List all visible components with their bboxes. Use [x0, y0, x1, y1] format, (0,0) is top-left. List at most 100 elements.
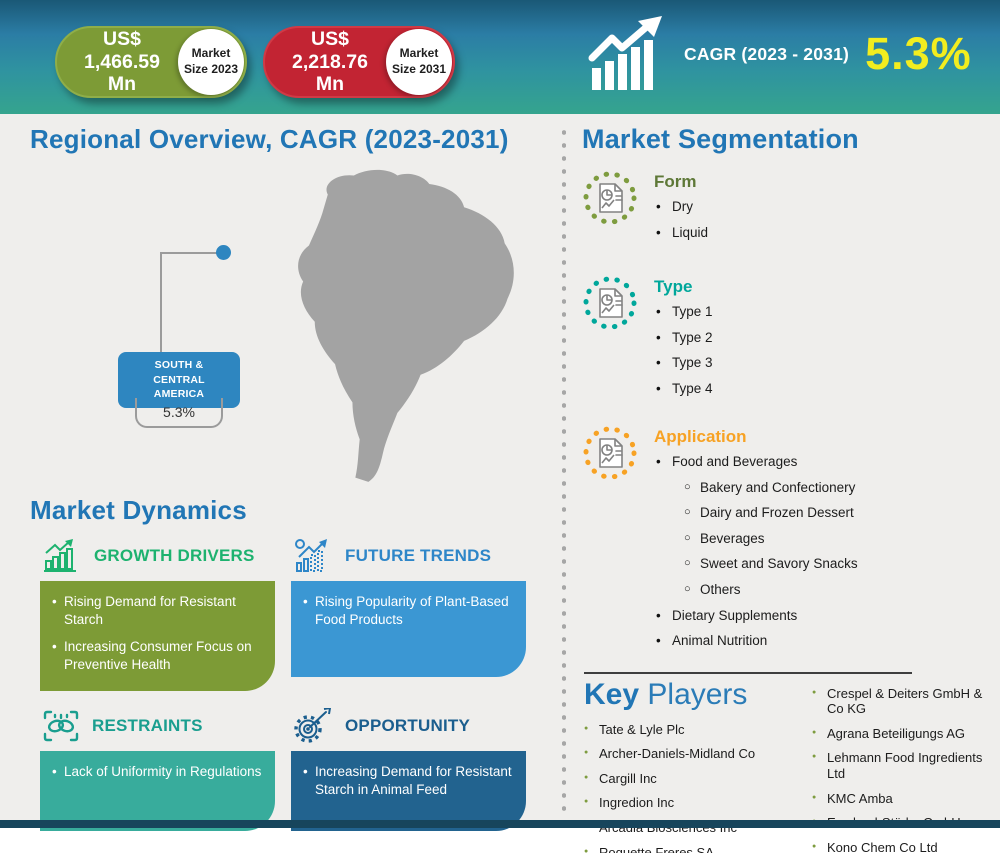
unit-2031: Mn	[315, 73, 345, 96]
application-item: Dietary Supplements	[654, 607, 858, 625]
left-column: Regional Overview, CAGR (2023-2031) SOUT…	[0, 114, 562, 832]
future-trend-item: Rising Popularity of Plant-Based Food Pr…	[301, 593, 514, 628]
key-players-column-1: Tate & Lyle PlcArcher-Daniels-Midland Co…	[582, 722, 810, 853]
market-size-2023-badge: Market Size 2023	[178, 29, 244, 95]
bottom-accent-bar	[0, 820, 1000, 828]
region-cagr-callout: 5.3%	[135, 398, 223, 428]
growth-driver-item: Rising Demand for Resistant Starch	[50, 593, 263, 628]
market-size-2023-value: US$ 1,466.59 Mn	[65, 28, 179, 96]
key-player-item: Kono Chem Co Ltd	[810, 840, 990, 853]
application-item: Dairy and Frozen Dessert	[682, 504, 858, 522]
market-size-2023-pill: US$ 1,466.59 Mn Market Size 2023	[55, 26, 247, 98]
key-players-title-bold: Key	[584, 677, 640, 711]
future-trends-box: Rising Popularity of Plant-Based Food Pr…	[291, 581, 526, 677]
segmentation-form-section: Form DryLiquid	[582, 170, 990, 249]
bar-chart-growth-icon	[44, 539, 76, 572]
badge-2023-line1: Market	[191, 46, 231, 61]
restraints-box: Lack of Uniformity in Regulations	[40, 751, 275, 832]
application-item: Bakery and Confectionery	[682, 479, 858, 497]
restraint-item: Lack of Uniformity in Regulations	[50, 763, 263, 781]
type-item: Type 2	[654, 329, 713, 347]
future-trends-header: FUTURE TRENDS	[293, 538, 526, 574]
growth-drivers-list: Rising Demand for Resistant StarchIncrea…	[50, 593, 263, 673]
segmentation-type-section: Type Type 1 Type 2 Type 3 Type 4	[582, 275, 990, 405]
restraints-list: Lack of Uniformity in Regulations	[50, 763, 263, 781]
form-body: Form DryLiquid	[654, 170, 708, 249]
growth-driver-item: Increasing Consumer Focus on Preventive …	[50, 638, 263, 673]
opportunity-heading: OPPORTUNITY	[345, 716, 470, 736]
application-heading: Application	[654, 427, 747, 447]
form-item: Dry	[654, 198, 708, 216]
restraints-quadrant: RESTRAINTS Lack of Uniformity in Regulat…	[40, 708, 275, 832]
type-item: Type 3	[654, 354, 713, 372]
map-marker-dot	[216, 245, 231, 260]
badge-2023-line2: Size 2023	[183, 62, 239, 76]
unit-2023: Mn	[107, 73, 137, 96]
report-document-icon	[583, 171, 637, 225]
badge-2031-line1: Market	[399, 46, 439, 61]
market-segmentation-title: Market Segmentation	[582, 124, 859, 154]
key-player-item: Crespel & Deiters GmbH & Co KG	[810, 686, 990, 717]
form-list: DryLiquid	[654, 198, 708, 241]
bar-chart-rising-arrow-icon	[588, 16, 662, 90]
cagr-label: CAGR (2023 - 2031)	[684, 43, 850, 64]
amount-2023: US$ 1,466.59	[84, 28, 160, 73]
report-document-icon	[583, 426, 637, 480]
south-america-map	[298, 169, 514, 482]
cagr-value: 5.3%	[865, 28, 972, 79]
key-player-item: Cargill Inc	[582, 771, 810, 787]
trend-chart-icon	[295, 539, 327, 572]
opportunity-quadrant: OPPORTUNITY Increasing Demand for Resist…	[291, 708, 526, 832]
future-trends-list: Rising Popularity of Plant-Based Food Pr…	[301, 593, 514, 628]
restraints-header: RESTRAINTS	[42, 708, 275, 744]
application-item: Food and Beverages	[654, 453, 858, 471]
type-body: Type Type 1 Type 2 Type 3 Type 4	[654, 275, 713, 405]
map-connector-vertical	[160, 252, 162, 353]
opportunity-list: Increasing Demand for Resistant Starch i…	[301, 763, 514, 798]
application-item: Beverages	[682, 530, 858, 548]
key-player-item: Roquette Freres SA	[582, 845, 810, 853]
market-dynamics-grid: GROWTH DRIVERS Rising Demand for Resista…	[40, 538, 562, 832]
chain-links-icon	[43, 710, 79, 742]
key-player-item: Archer-Daniels-Midland Co	[582, 746, 810, 762]
cagr-group: CAGR (2023 - 2031) 5.3%	[588, 14, 972, 94]
type-item: Type 4	[654, 380, 713, 398]
opportunity-header: OPPORTUNITY	[293, 708, 526, 744]
opportunity-box: Increasing Demand for Resistant Starch i…	[291, 751, 526, 832]
key-player-item: KMC Amba	[810, 791, 990, 807]
key-player-item: Ingredion Inc	[582, 795, 810, 811]
map-connector-horizontal	[160, 252, 224, 254]
gear-target-dart-icon	[294, 708, 331, 743]
key-player-item: Tate & Lyle Plc	[582, 722, 810, 738]
application-item: Animal Nutrition	[654, 632, 858, 650]
growth-drivers-box: Rising Demand for Resistant StarchIncrea…	[40, 581, 275, 692]
market-dynamics-title: Market Dynamics	[30, 495, 247, 525]
type-item: Type 1	[654, 303, 713, 321]
type-list: Type 1 Type 2 Type 3 Type 4	[654, 303, 713, 397]
right-column: Market Segmentation Form	[566, 114, 1000, 853]
badge-2031-line2: Size 2031	[391, 62, 447, 76]
market-size-2031-pill: US$ 2,218.76 Mn Market Size 2031	[263, 26, 455, 98]
opportunity-item: Increasing Demand for Resistant Starch i…	[301, 763, 514, 798]
key-player-item: Agrana Beteiligungs AG	[810, 726, 990, 742]
amount-2031: US$ 2,218.76	[292, 28, 368, 73]
form-item: Liquid	[654, 224, 708, 242]
growth-drivers-quadrant: GROWTH DRIVERS Rising Demand for Resista…	[40, 538, 275, 692]
key-players-divider	[584, 671, 912, 674]
key-players-title-light: Players	[647, 677, 748, 711]
type-heading: Type	[654, 277, 693, 297]
future-trends-heading: FUTURE TRENDS	[345, 546, 492, 565]
market-size-2031-value: US$ 2,218.76 Mn	[273, 28, 387, 96]
restraints-heading: RESTRAINTS	[92, 716, 203, 736]
application-list: Food and BeveragesBakery and Confectione…	[654, 453, 858, 649]
vertical-dotted-divider	[562, 126, 566, 814]
key-player-item: Lehmann Food Ingredients Ltd	[810, 750, 990, 781]
report-document-icon	[583, 276, 637, 330]
key-players-title: Key Players	[584, 678, 810, 712]
growth-drivers-heading: GROWTH DRIVERS	[94, 546, 255, 565]
regional-overview-title: Regional Overview, CAGR (2023-2031)	[30, 124, 509, 154]
market-size-2031-badge: Market Size 2031	[386, 29, 452, 95]
application-item: Sweet and Savory Snacks	[682, 555, 858, 573]
form-heading: Form	[654, 172, 697, 191]
